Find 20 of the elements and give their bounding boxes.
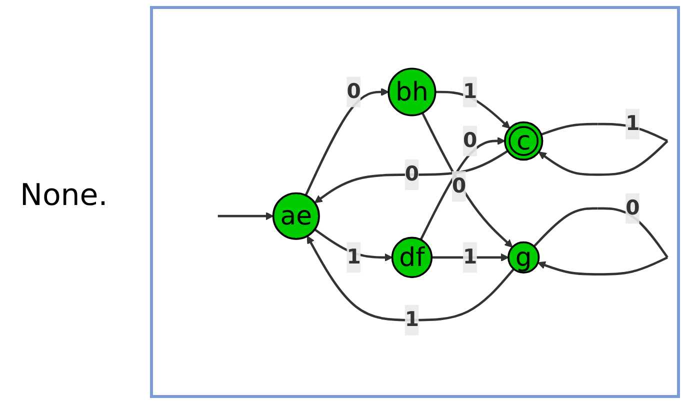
edge-label: 0 <box>463 129 478 153</box>
edge-label: 1 <box>463 80 478 104</box>
edge-label: 1 <box>626 112 640 136</box>
edge-label: 1 <box>346 246 361 269</box>
arrow <box>304 88 389 196</box>
arrow <box>421 112 513 248</box>
node-circle: bh <box>388 68 436 116</box>
node-circle: c <box>504 121 544 161</box>
note-text: None. <box>20 178 108 213</box>
edge-label: 0 <box>452 174 466 198</box>
edge-label: 0 <box>626 196 640 220</box>
arrow <box>218 212 274 220</box>
node-circle: ae <box>272 192 320 240</box>
arrow <box>314 150 508 204</box>
edge-label: 1 <box>463 246 478 269</box>
edge-label: 0 <box>346 80 361 104</box>
edge-label: 1 <box>404 308 420 332</box>
edge-label: 0 <box>404 163 420 186</box>
node-circle: g <box>508 241 540 274</box>
arrow <box>420 136 506 240</box>
